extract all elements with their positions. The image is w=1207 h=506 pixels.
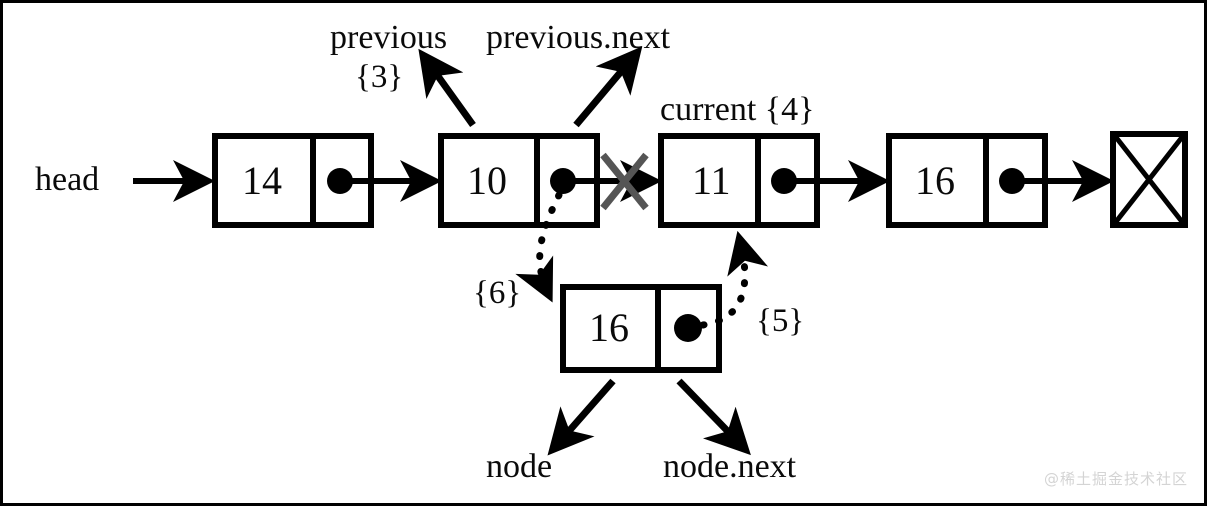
head-label: head	[35, 161, 100, 198]
node-value-10: 10	[467, 158, 507, 203]
arrow-label-node	[547, 378, 616, 456]
current-label: current {4}	[660, 91, 815, 128]
linked-list-figure	[133, 46, 1188, 456]
arrow-label-previous-next	[573, 46, 643, 128]
node-label: node	[486, 448, 553, 485]
node-value-16: 16	[915, 158, 955, 203]
dotted-arrow-previous-to-new-node	[515, 191, 563, 303]
cancelled-link-x-icon	[600, 152, 649, 211]
dotted-arrow-new-node-to-11	[699, 230, 769, 329]
step-six-label: {6}	[473, 275, 522, 311]
arrow-label-node-next	[676, 378, 751, 456]
null-terminator-box	[1110, 131, 1188, 228]
node-next-label: node.next	[663, 448, 797, 485]
new-node-value-16: 16	[589, 305, 629, 350]
step-five-label: {5}	[756, 303, 805, 339]
previous-step-label: {3}	[355, 59, 404, 95]
node-value-11: 11	[692, 158, 731, 203]
previous-next-label: previous.next	[486, 19, 671, 56]
new-node-box-16	[560, 284, 722, 373]
previous-label: previous	[330, 19, 448, 56]
node-value-14: 14	[242, 158, 282, 203]
watermark: @稀土掘金技术社区	[1043, 470, 1188, 488]
arrow-label-previous	[418, 48, 476, 128]
